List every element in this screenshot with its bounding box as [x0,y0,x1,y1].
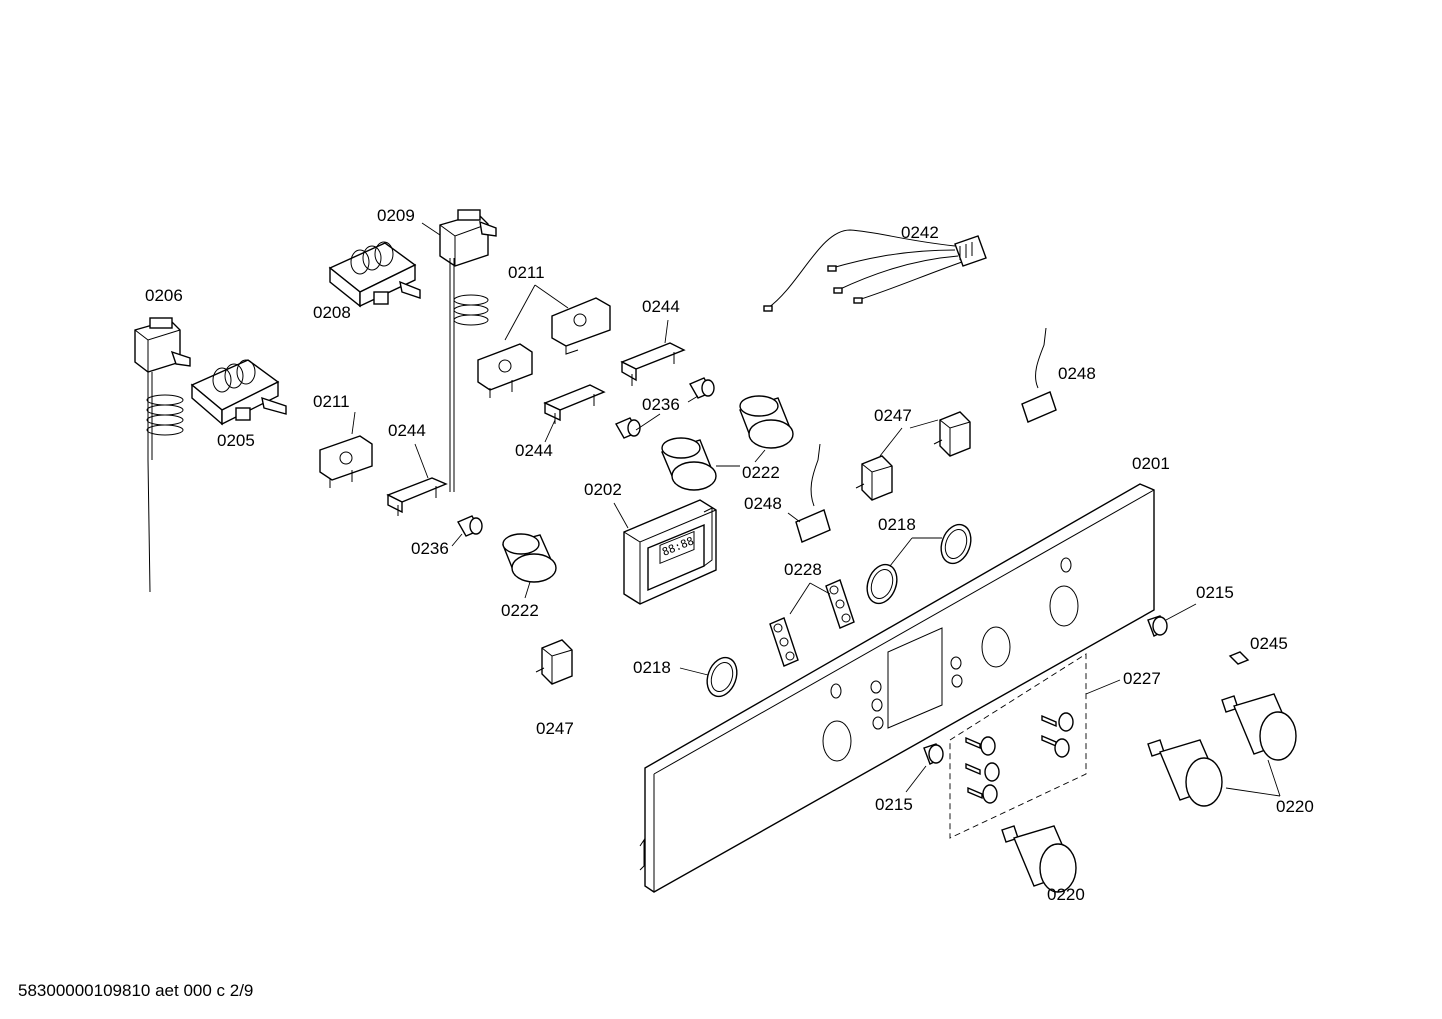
part-0215-button-a [1147,615,1168,637]
part-0218-ring-lower [706,656,738,698]
callout-0202: 0202 [584,480,622,499]
callout-0220-a: 0220 [1047,885,1085,904]
part-0211-bracket-c [551,297,611,355]
part-0245-insert [1228,651,1250,665]
part-0247-microswitch-c [535,639,573,685]
callout-0222-b: 0222 [742,463,780,482]
part-0248-switch-b [795,443,831,543]
callout-0247-b: 0247 [874,406,912,425]
callout-0209: 0209 [377,206,415,225]
callout-0222-a: 0222 [501,601,539,620]
part-0218-rings-upper [866,523,972,605]
callout-0211-a: 0211 [313,392,350,411]
callout-0244-b: 0244 [515,441,553,460]
part-0201-control-panel [639,483,1155,893]
callout-0218-b: 0218 [878,515,916,534]
part-0247-microswitch-b [933,411,971,457]
callout-0244-c: 0244 [642,297,680,316]
part-0222-cylinder-b [661,395,794,491]
part-0247-microswitch-a [855,455,893,501]
part-0227-spindle-kit [949,653,1087,839]
callout-0215-b: 0215 [875,795,913,814]
callout-0215-a: 0215 [1196,583,1234,602]
callout-0201: 0201 [1132,454,1170,473]
callout-0244-a: 0244 [388,421,426,440]
callout-0247-c: 0247 [536,719,574,738]
part-0228-lamp-strips [769,579,855,667]
callout-0206: 0206 [145,286,183,305]
part-0236-lampholder-b [615,377,715,439]
part-0202-clock-module: 88:88 [623,499,717,605]
part-0242-wiring-harness [763,229,987,312]
part-0211-bracket-b [477,343,533,398]
callout-0248-a: 0248 [1058,364,1096,383]
callout-0236-b: 0236 [642,395,680,414]
callout-0205: 0205 [217,431,255,450]
part-0215-button-b [923,743,944,765]
callout-0220-b: 0220 [1276,797,1314,816]
callout-0242: 0242 [901,223,939,242]
callout-0218-a: 0218 [633,658,671,677]
part-0244-clip-a [386,477,448,516]
part-0222-cylinder-a [502,533,557,583]
part-0208-selector-switch [328,241,421,308]
callout-0236-a: 0236 [411,539,449,558]
part-0248-switch-a [1021,327,1057,423]
part-0244-clip-b [543,384,606,424]
part-0206-thermostat [134,317,191,593]
part-0205-selector-switch [190,359,287,426]
callout-0245: 0245 [1250,634,1288,653]
callout-0228: 0228 [784,560,822,579]
callout-0227: 0227 [1123,669,1161,688]
part-0244-clip-c [620,342,686,386]
part-0220-knobs-right [1147,693,1297,807]
document-id-label: 58300000109810 aet 000 c 2/9 [18,981,254,1000]
callout-0211-b: 0211 [508,263,545,282]
part-0236-lampholder-a [457,515,483,537]
callout-0208: 0208 [313,303,351,322]
callout-0248-b: 0248 [744,494,782,513]
part-0220-knob-lower [1001,825,1077,893]
part-0211-bracket-a [319,435,373,488]
part-0209-thermostat [439,209,497,492]
